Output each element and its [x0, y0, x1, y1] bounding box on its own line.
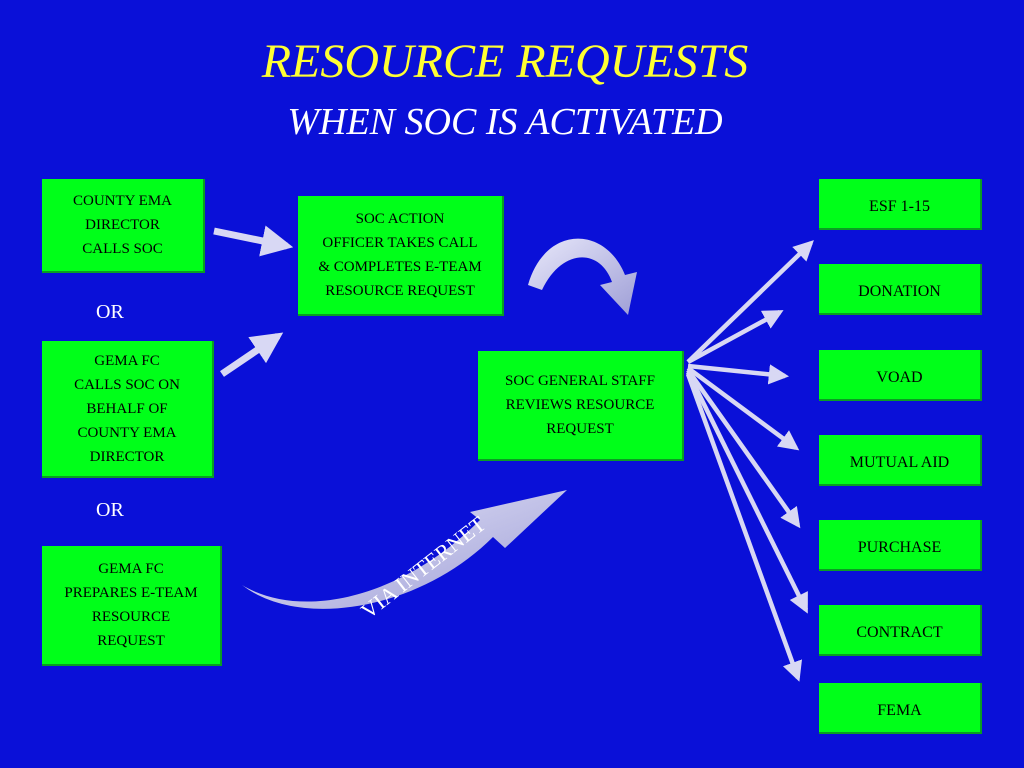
- destination-label: DONATION: [858, 283, 941, 300]
- arrow-staff-to-esf: [686, 240, 814, 364]
- destination-box-esf: ESF 1-15: [819, 179, 982, 230]
- destination-box-voad: VOAD: [819, 350, 982, 401]
- destination-label: VOAD: [876, 369, 923, 386]
- arrow-staff-to-voad: [687, 363, 790, 385]
- general-staff-box: SOC GENERAL STAFF REVIEWS RESOURCE REQUE…: [478, 351, 684, 461]
- destination-label: MUTUAL AID: [849, 454, 950, 471]
- action-officer-label: SOC ACTION OFFICER TAKES CALL & COMPLETE…: [318, 211, 482, 299]
- arrow-staff-to-purchase: [686, 368, 801, 529]
- arrow-gemafc-to-action: [220, 332, 284, 377]
- or-label: OR: [96, 301, 124, 323]
- action-officer-box: SOC ACTION OFFICER TAKES CALL & COMPLETE…: [298, 196, 504, 316]
- arrow-staff-to-mutual-aid: [686, 366, 800, 451]
- destination-label: PURCHASE: [857, 539, 942, 556]
- slide-title: RESOURCE REQUESTS: [261, 35, 749, 88]
- source-box-label: GEMA FC PREPARES E-TEAM RESOURCE REQUEST: [64, 561, 198, 649]
- arrow-action-to-staff-icon: [528, 238, 637, 315]
- arrow-staff-to-donation: [686, 310, 784, 364]
- source-box-county-ema: COUNTY EMA DIRECTOR CALLS SOC: [42, 179, 205, 273]
- slide-subtitle: WHEN SOC IS ACTIVATED: [287, 101, 723, 143]
- source-box-label: GEMA FC CALLS SOC ON BEHALF OF COUNTY EM…: [74, 352, 180, 465]
- destination-label: CONTRACT: [856, 624, 943, 641]
- destination-box-purchase: PURCHASE: [819, 520, 982, 571]
- destination-box-fema: FEMA: [819, 683, 982, 734]
- destination-label: ESF 1-15: [869, 198, 930, 215]
- arrow-staff-to-fema: [685, 373, 803, 682]
- destination-box-donation: DONATION: [819, 264, 982, 315]
- source-box-gema-fc-calls: GEMA FC CALLS SOC ON BEHALF OF COUNTY EM…: [42, 341, 214, 478]
- arrow-staff-to-contract: [685, 371, 809, 614]
- arrow-internet-swoosh-icon: [242, 490, 567, 609]
- source-box-label: COUNTY EMA DIRECTOR CALLS SOC: [72, 193, 173, 257]
- arrow-county-to-action: [213, 225, 294, 257]
- destination-label: FEMA: [877, 702, 922, 719]
- destination-box-mutual-aid: MUTUAL AID: [819, 435, 982, 486]
- or-label: OR: [96, 499, 124, 521]
- destination-box-contract: CONTRACT: [819, 605, 982, 656]
- source-box-gema-fc-prepares: GEMA FC PREPARES E-TEAM RESOURCE REQUEST: [42, 546, 222, 666]
- general-staff-label: SOC GENERAL STAFF REVIEWS RESOURCE REQUE…: [505, 373, 655, 437]
